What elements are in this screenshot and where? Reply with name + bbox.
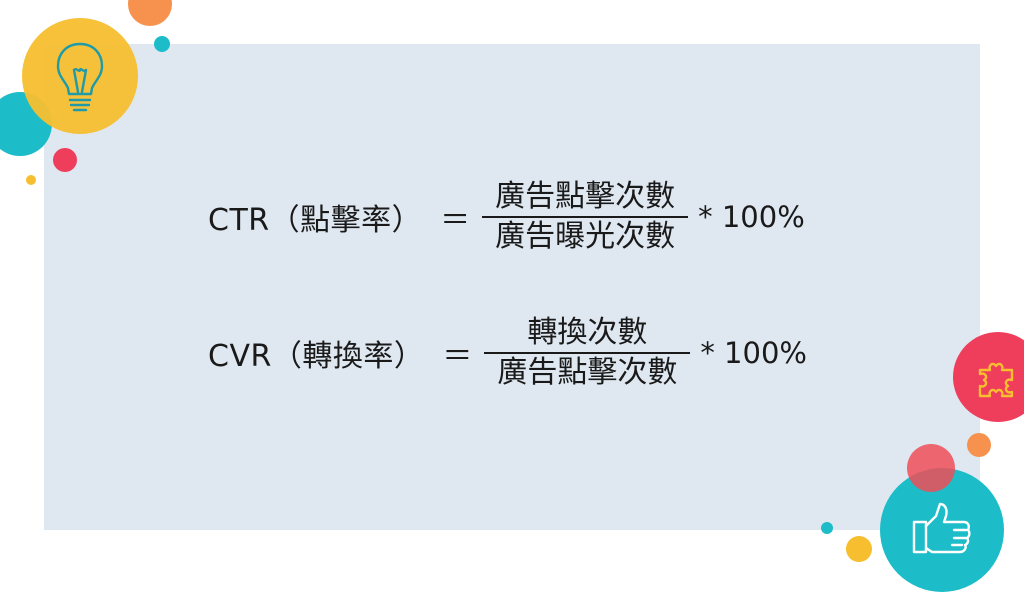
decor-circle-teal-small-top	[154, 36, 170, 52]
decor-circle-yellow-bulb	[22, 18, 138, 134]
fraction: 轉換次數 廣告點擊次數	[484, 315, 691, 390]
fraction-bar	[484, 352, 691, 354]
decor-circle-orange-right	[967, 433, 991, 457]
formula-cvr: CVR（轉換率） ＝ 轉換次數 廣告點擊次數 * 100%	[0, 316, 1024, 390]
decor-circle-yellow-bottom	[846, 536, 872, 562]
formula-lhs: CTR（點擊率）	[208, 203, 423, 238]
fraction-denominator: 廣告點擊次數	[497, 355, 678, 390]
decor-circle-orange-top	[128, 0, 172, 26]
fraction-denominator: 廣告曝光次數	[495, 219, 676, 254]
fraction: 廣告點擊次數 廣告曝光次數	[482, 179, 689, 254]
thumbs-up-icon	[910, 500, 974, 556]
formula-panel	[44, 44, 980, 530]
formula-lhs: CVR（轉換率）	[208, 339, 425, 374]
equals-sign: ＝	[442, 339, 473, 374]
lightbulb-icon	[52, 40, 108, 116]
fraction-bar	[482, 216, 689, 218]
fraction-numerator: 轉換次數	[527, 315, 648, 350]
puzzle-icon	[972, 352, 1020, 400]
decor-circle-pink-left	[53, 148, 77, 172]
multiplier: * 100%	[698, 200, 805, 234]
decor-circle-teal-small-bottom	[821, 522, 833, 534]
multiplier: * 100%	[700, 336, 807, 370]
fraction-numerator: 廣告點擊次數	[495, 179, 676, 214]
decor-circle-yellow-small-left	[26, 175, 36, 185]
decor-circle-red-overlap	[907, 444, 955, 492]
formula-ctr: CTR（點擊率） ＝ 廣告點擊次數 廣告曝光次數 * 100%	[0, 180, 1024, 254]
equals-sign: ＝	[440, 203, 471, 238]
